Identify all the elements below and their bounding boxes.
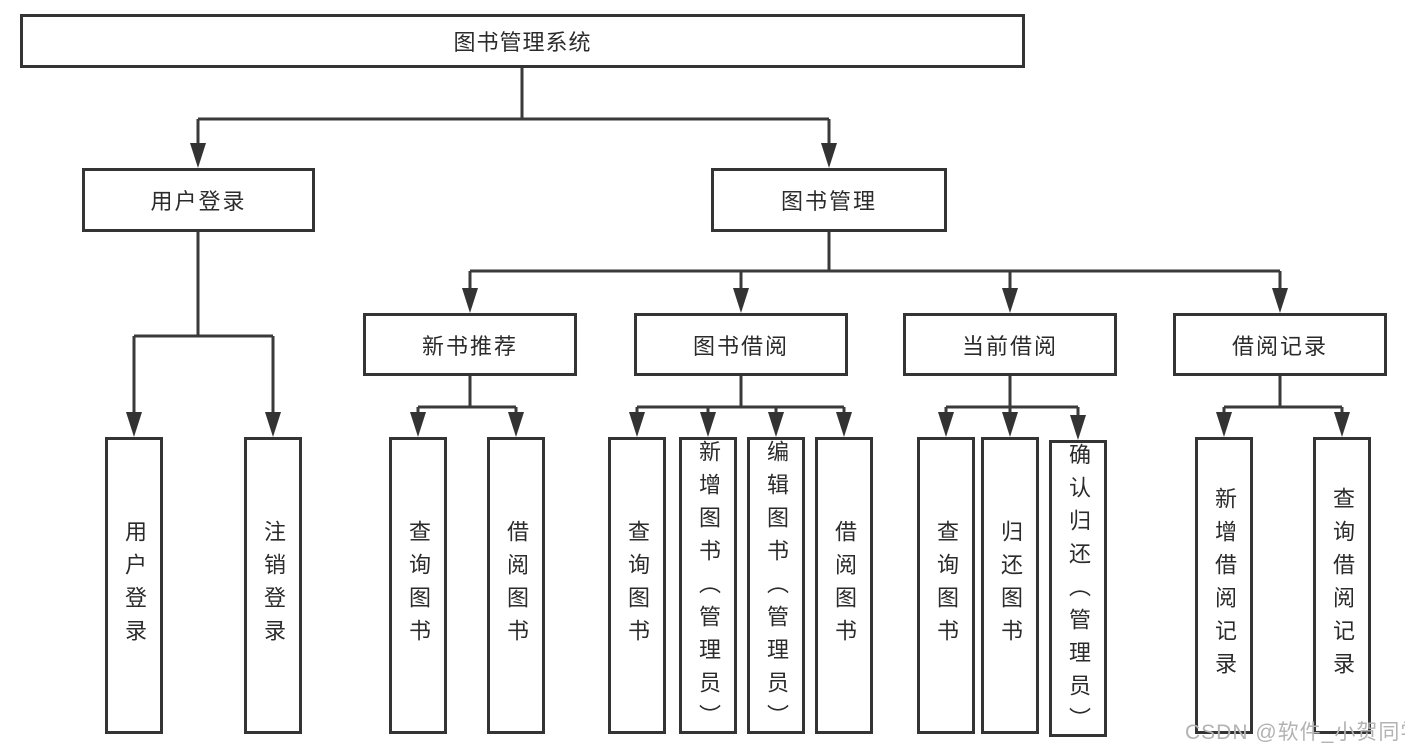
leaf-borrow-add-books-admin: 新增图书（管理员） — [679, 437, 737, 737]
leaf-current-confirm-return-admin: 确认归还（管理员） — [1049, 440, 1107, 740]
leaf-recommend-query-books: 查询图书 — [389, 437, 447, 734]
arrowheads — [126, 143, 1350, 440]
node-current-borrow: 当前借阅 — [903, 313, 1117, 376]
node-borrow-records: 借阅记录 — [1173, 313, 1387, 376]
node-book-management: 图书管理 — [711, 168, 947, 232]
leaf-borrow-borrow-books: 借阅图书 — [815, 437, 873, 734]
node-book-borrow: 图书借阅 — [634, 313, 848, 376]
leaf-borrow-query-books: 查询图书 — [608, 437, 666, 734]
leaf-logout: 注销登录 — [244, 437, 302, 734]
tree-edges — [132, 68, 1344, 422]
leaf-records-query: 查询借阅记录 — [1313, 437, 1371, 734]
leaf-records-add: 新增借阅记录 — [1195, 437, 1253, 734]
node-user-login: 用户登录 — [82, 168, 315, 232]
node-new-book-recommend: 新书推荐 — [363, 313, 577, 376]
leaf-current-query-books: 查询图书 — [917, 437, 975, 734]
node-root: 图书管理系统 — [20, 14, 1025, 68]
leaf-borrow-edit-books-admin: 编辑图书（管理员） — [747, 437, 805, 737]
leaf-user-login: 用户登录 — [105, 437, 163, 734]
leaf-current-return-books: 归还图书 — [981, 437, 1039, 734]
leaf-recommend-borrow-books: 借阅图书 — [487, 437, 545, 734]
watermark-text: CSDN @软件_小贺同学 — [1185, 721, 1405, 744]
